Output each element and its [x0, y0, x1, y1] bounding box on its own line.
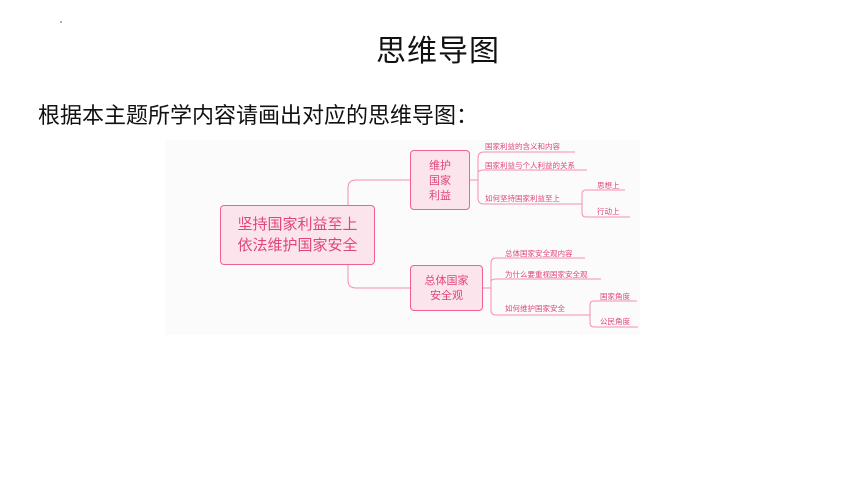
branch-node-national-interest: 维护 国家 利益: [410, 150, 470, 210]
branch-node-security-concept: 总体国家 安全观: [410, 265, 483, 311]
leaf-node: 总体国家安全观内容: [505, 249, 573, 258]
connector-b2-sub2: [589, 315, 638, 328]
connector-b2-leaf2: [490, 278, 601, 288]
sub-leaf-node: 行动上: [597, 207, 620, 216]
root-node: 坚持国家利益至上 依法维护国家安全: [220, 205, 375, 265]
connector-root-b2: [347, 265, 410, 289]
connector-b2-sub1: [580, 300, 637, 316]
connector-b1-sub1: [573, 189, 625, 205]
mind-map-connectors: [347, 151, 638, 328]
connector-b1-leaf1: [470, 151, 575, 181]
connector-b2-leaf1: [483, 257, 585, 289]
connector-root-b1: [347, 179, 410, 205]
connector-b1-leaf2: [477, 169, 587, 180]
mind-map-image: 坚持国家利益至上 依法维护国家安全 维护 国家 利益 总体国家 安全观 国家利益…: [165, 140, 640, 335]
leaf-node: 如何坚持国家利益至上: [485, 194, 560, 203]
decorative-dot: [60, 21, 62, 23]
leaf-node: 国家利益的含义和内容: [485, 142, 560, 151]
leaf-node: 如何维护国家安全: [505, 304, 565, 313]
sub-leaf-node: 国家角度: [600, 292, 630, 301]
instruction-text: 根据本主题所学内容请画出对应的思维导图：: [38, 104, 479, 129]
leaf-node: 为什么要重视国家安全观: [505, 270, 588, 279]
page-title: 思维导图: [376, 34, 500, 69]
connector-b2-leaf3: [490, 288, 580, 316]
sub-leaf-node: 思想上: [597, 181, 620, 190]
connector-b1-leaf3: [477, 180, 573, 205]
sub-leaf-node: 公民角度: [600, 317, 630, 326]
connector-b1-sub2: [581, 204, 630, 218]
leaf-node: 国家利益与个人利益的关系: [485, 161, 575, 170]
